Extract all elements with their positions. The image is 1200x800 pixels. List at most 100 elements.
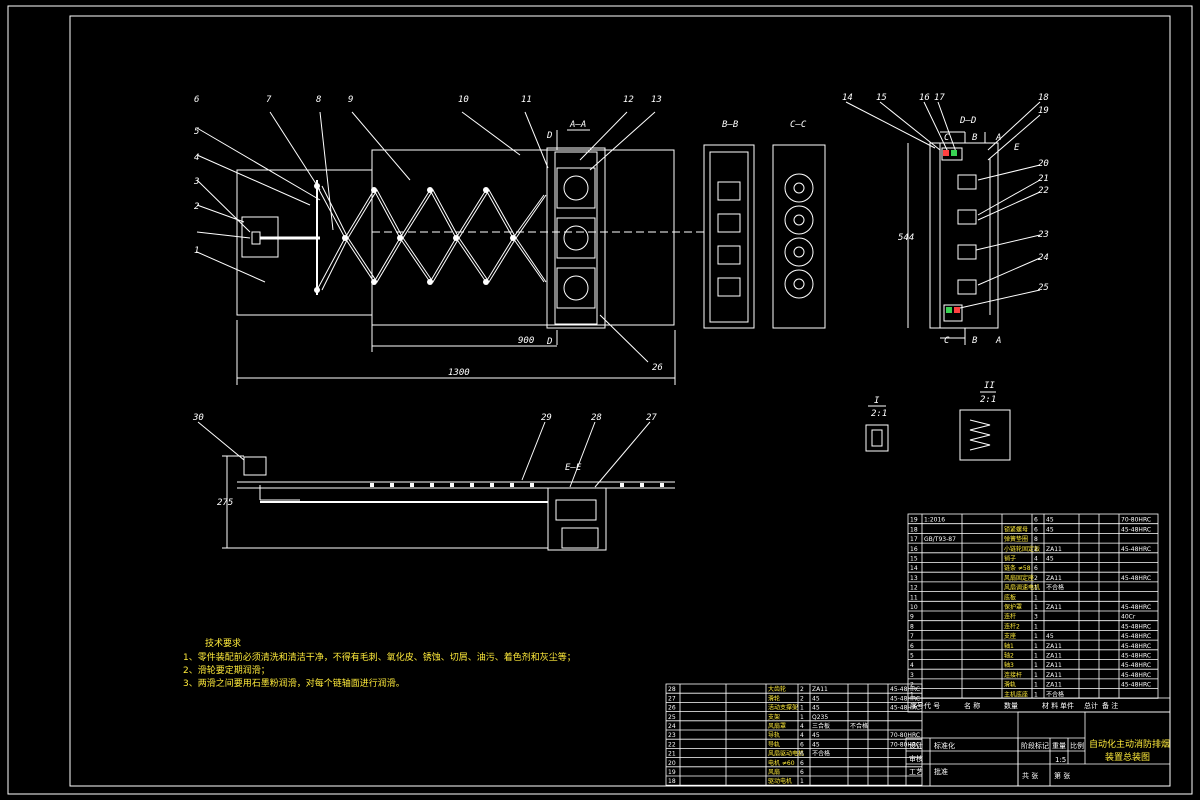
table-cell: 主机底座	[1004, 690, 1028, 698]
table-cell: 轴3	[1004, 661, 1014, 669]
table-cell: 6	[910, 643, 914, 650]
table-cell: 支架	[768, 713, 780, 721]
table-cell: 21	[668, 751, 676, 758]
part-label: 24	[1038, 253, 1049, 263]
table-cell: 6	[800, 760, 804, 767]
table-cell: 2	[1034, 575, 1038, 582]
table-cell: 1	[1034, 594, 1038, 601]
table-cell: 1	[1034, 682, 1038, 689]
part-label: 2	[194, 202, 199, 212]
table-cell: 22	[668, 741, 676, 748]
table-cell: 链条 ≠58	[1004, 564, 1031, 572]
table-cell: 连接杆	[1004, 671, 1022, 679]
part-label: 28	[591, 413, 602, 423]
table-cell: 不合格	[850, 722, 868, 730]
section-label-aa: A–A	[569, 120, 586, 130]
table-cell: 1	[800, 778, 804, 785]
title-block	[905, 711, 1171, 787]
table-cell: 13	[910, 575, 918, 582]
table-cell: 2	[800, 695, 804, 702]
table-cell: 4	[800, 732, 804, 739]
top-view	[196, 111, 708, 385]
part-label: 20	[1038, 159, 1049, 169]
title-block-label: 工艺	[909, 768, 923, 776]
table-header-cell: 单件	[1060, 701, 1074, 710]
tech-item: 2、滑轮要定期润滑；	[183, 664, 270, 676]
part-label: 14	[842, 93, 853, 103]
table-cell: 不合格	[1046, 584, 1064, 592]
table-cell: 风扇调速电机	[1004, 584, 1040, 592]
table-cell: 支座	[1004, 632, 1016, 640]
table-cell: 45	[812, 741, 820, 748]
table-cell: 小链轮固定板	[1004, 545, 1040, 553]
side-view-part-labels: 30 29 28 27	[192, 413, 657, 423]
table-cell: 45-48HRC	[1121, 633, 1151, 640]
table-cell: 不合格	[812, 750, 830, 758]
table-cell: 17	[910, 536, 918, 543]
table-cell: 销子	[1004, 555, 1016, 563]
section-dd-part-labels: 14 15 16 17 18 19 20 21 22 23 24 25	[842, 93, 1049, 293]
part-label: 7	[266, 95, 272, 105]
table-cell: 活动支撑架	[768, 704, 798, 712]
part-label: 9	[348, 95, 353, 105]
table-cell: 45-48HRC	[1121, 604, 1151, 611]
table-header-cell: 序号	[910, 701, 924, 710]
title-block-label: 共 张	[1022, 771, 1038, 780]
letter-c-bot: C	[944, 336, 950, 346]
scale-value: 1:5	[1055, 756, 1066, 764]
table-cell: 6	[800, 751, 804, 758]
table-cell: 45	[812, 705, 820, 712]
part-label: 3	[193, 177, 199, 187]
table-cell: ZA11	[1046, 643, 1062, 650]
table-cell: 4	[1034, 556, 1038, 563]
table-cell: 20	[668, 760, 676, 767]
detail-one	[865, 405, 889, 452]
table-cell: 2	[1034, 546, 1038, 553]
table-cell: 8	[1034, 536, 1038, 543]
table-cell: 9	[910, 614, 914, 621]
table-cell: 45-48HRC	[1121, 526, 1151, 533]
section-dd-dim: 544	[898, 233, 914, 243]
table-cell: 1	[1034, 623, 1038, 630]
table-cell: 不合格	[1046, 690, 1064, 698]
drawing-title-line2: 装置总装图	[1105, 751, 1150, 763]
top-view-part-labels: 1 2 3 4 5 6 7 8 9 10 11 12 13 26	[193, 95, 663, 373]
table-cell: 19	[668, 769, 676, 776]
title-block-label: 标准化	[934, 741, 955, 750]
table-cell: 1	[1034, 672, 1038, 679]
tech-item: 1、零件装配前必须清洗和清洁干净，不得有毛刺、氧化皮、锈蚀、切屑、油污、着色剂和…	[183, 651, 576, 663]
table-cell: 6	[1034, 517, 1038, 524]
table-cell: 19	[910, 517, 918, 524]
table-cell: 70-80HRC	[890, 741, 920, 748]
letter-a-top: A	[995, 133, 1001, 143]
table-cell: 滑轨	[1004, 681, 1016, 689]
part-label: 30	[192, 413, 204, 423]
table-cell: 70-80HRC	[890, 732, 920, 739]
table-cell: 风扇	[768, 768, 780, 776]
table-cell: 1	[1034, 643, 1038, 650]
table-cell: 5	[910, 653, 914, 660]
section-label-ee: E–E	[565, 463, 582, 473]
table-cell: ZA11	[1046, 682, 1062, 689]
table-cell: 1	[1034, 604, 1038, 611]
table-cell: 45-48HRC	[1121, 682, 1151, 689]
